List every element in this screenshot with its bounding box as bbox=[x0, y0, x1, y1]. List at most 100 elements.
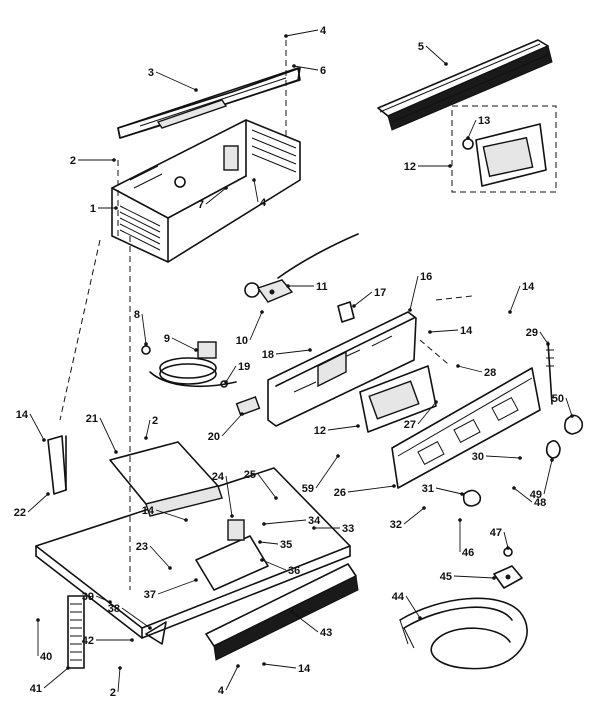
control-bracket bbox=[267, 311, 417, 427]
leader-arrowhead bbox=[114, 206, 118, 210]
leader-arrowhead bbox=[262, 522, 266, 526]
callout-23: 23 bbox=[136, 541, 172, 570]
leader-arrowhead bbox=[252, 178, 256, 182]
callout-17: 17 bbox=[352, 287, 386, 308]
callout-number: 23 bbox=[136, 541, 148, 553]
leader-arrowhead bbox=[518, 456, 522, 460]
callout-number: 42 bbox=[82, 635, 94, 647]
leader-arrowhead bbox=[184, 518, 188, 522]
callout-4-3: 4 bbox=[218, 664, 240, 697]
callout-44: 44 bbox=[392, 591, 422, 620]
callout-2-3: 2 bbox=[110, 666, 122, 699]
callout-8: 8 bbox=[134, 309, 148, 346]
callout-30: 30 bbox=[472, 451, 522, 463]
leader-arrowhead bbox=[458, 518, 462, 522]
cabinet-housing bbox=[111, 119, 301, 263]
leader-arrowhead bbox=[506, 546, 510, 550]
leader-line bbox=[225, 365, 237, 383]
callout-number: 27 bbox=[404, 419, 416, 431]
callout-12-2: 12 bbox=[314, 424, 360, 437]
leader-line bbox=[543, 459, 553, 495]
leader-line bbox=[467, 119, 477, 139]
callout-43: 43 bbox=[290, 610, 332, 639]
leader-arrowhead bbox=[550, 458, 554, 462]
leader-arrowhead bbox=[230, 514, 234, 518]
leader-line bbox=[403, 507, 425, 525]
leader-line bbox=[291, 611, 319, 633]
leader-arrowhead bbox=[148, 626, 152, 630]
leader-line bbox=[417, 401, 437, 425]
callout-36: 36 bbox=[260, 558, 300, 577]
callout-37: 37 bbox=[144, 578, 198, 601]
callout-35: 35 bbox=[258, 539, 292, 551]
callout-number: 43 bbox=[320, 627, 332, 639]
callout-number: 28 bbox=[484, 367, 496, 379]
callout-number: 44 bbox=[392, 591, 405, 603]
leader-arrowhead bbox=[46, 492, 50, 496]
leader-arrowhead bbox=[260, 310, 264, 314]
callout-10: 10 bbox=[236, 310, 264, 347]
callout-50: 50 bbox=[552, 393, 574, 418]
assembly-guides bbox=[59, 40, 473, 590]
callout-number: 59 bbox=[302, 483, 314, 495]
callout-59: 59 bbox=[302, 454, 340, 495]
leader-arrowhead bbox=[356, 424, 360, 428]
callout-number: 19 bbox=[238, 361, 250, 373]
control-panel bbox=[391, 367, 541, 489]
leader-arrowhead bbox=[274, 496, 278, 500]
leader-arrowhead bbox=[512, 486, 516, 490]
leader-arrowhead bbox=[434, 400, 438, 404]
knob-50 bbox=[564, 414, 584, 435]
leader-line bbox=[509, 285, 521, 313]
callout-number: 11 bbox=[316, 281, 328, 293]
callout-42: 42 bbox=[82, 635, 134, 647]
leader-arrowhead bbox=[292, 64, 296, 68]
capacitor-assembly bbox=[141, 341, 237, 388]
leader-line bbox=[353, 291, 373, 307]
callout-11: 11 bbox=[286, 281, 328, 293]
callout-number: 21 bbox=[86, 413, 98, 425]
callout-39: 39 bbox=[82, 591, 112, 604]
leader-line bbox=[293, 65, 319, 71]
leader-line bbox=[225, 665, 239, 691]
leader-line bbox=[155, 509, 187, 521]
rod-29 bbox=[546, 341, 554, 405]
leader-line bbox=[117, 667, 121, 693]
callout-number: 14 bbox=[298, 663, 311, 675]
callout-4-2: 4 bbox=[252, 178, 267, 209]
clip-17 bbox=[337, 301, 355, 323]
leader-line bbox=[315, 455, 339, 489]
callout-31: 31 bbox=[422, 483, 464, 496]
callout-14-2: 14 bbox=[142, 505, 188, 522]
callout-number: 3 bbox=[148, 67, 154, 79]
callout-number: 14 bbox=[142, 505, 155, 517]
callout-18: 18 bbox=[262, 348, 312, 361]
leader-line bbox=[29, 413, 45, 441]
callout-number: 24 bbox=[212, 471, 225, 483]
leader-arrowhead bbox=[236, 664, 240, 668]
leader-line bbox=[327, 425, 359, 431]
callout-number: 34 bbox=[308, 515, 321, 527]
leader-line bbox=[155, 71, 197, 91]
power-cord bbox=[399, 597, 528, 670]
callout-19: 19 bbox=[224, 361, 250, 384]
callout-14-5: 14 bbox=[508, 281, 535, 314]
callout-number: 40 bbox=[40, 651, 52, 663]
leader-arrowhead bbox=[466, 136, 470, 140]
trim-strip bbox=[377, 39, 553, 131]
callout-number: 32 bbox=[390, 519, 402, 531]
leader-arrowhead bbox=[36, 618, 40, 622]
callout-number: 45 bbox=[440, 571, 452, 583]
callout-number: 12 bbox=[404, 161, 416, 173]
callout-29: 29 bbox=[526, 327, 550, 346]
leader-line bbox=[409, 275, 419, 311]
leader-arrowhead bbox=[456, 364, 460, 368]
leader-line bbox=[453, 575, 495, 579]
leader-arrowhead bbox=[408, 308, 412, 312]
callout-14-4: 14 bbox=[428, 325, 473, 337]
leader-line bbox=[253, 179, 259, 203]
leader-line bbox=[565, 397, 573, 417]
callout-number: 22 bbox=[14, 507, 26, 519]
leader-arrowhead bbox=[194, 348, 198, 352]
